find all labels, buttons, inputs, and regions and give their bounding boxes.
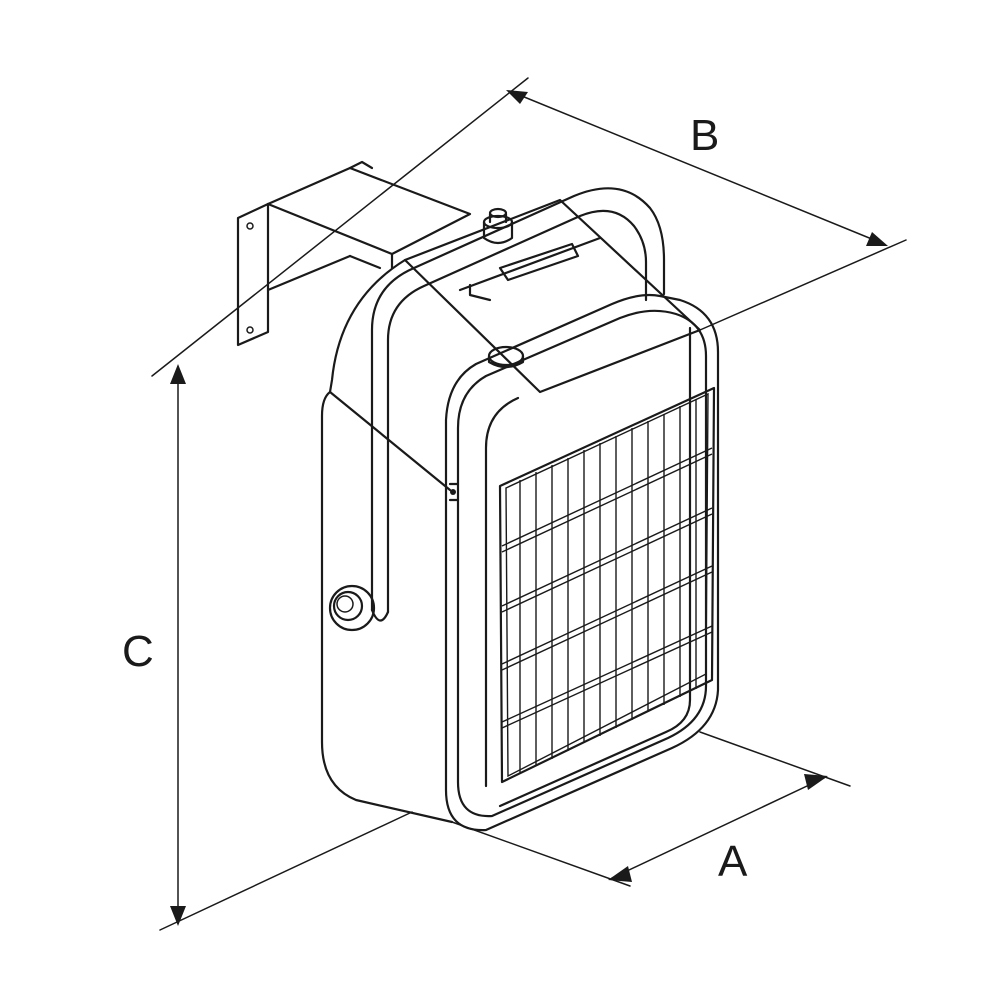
dimension-a: A (451, 731, 851, 887)
front-frame (444, 293, 720, 832)
mounting-yoke (370, 187, 666, 622)
dimension-c: C (122, 364, 413, 931)
wall-bracket (236, 160, 472, 347)
dimension-c-label: C (122, 627, 154, 676)
dimension-b-label: B (690, 111, 719, 160)
dimension-b: B (151, 77, 907, 377)
side-knob (328, 584, 376, 632)
dimension-a-label: A (718, 837, 748, 886)
cable-gland (482, 207, 514, 245)
front-grille (498, 386, 716, 784)
heater-housing (320, 198, 702, 824)
